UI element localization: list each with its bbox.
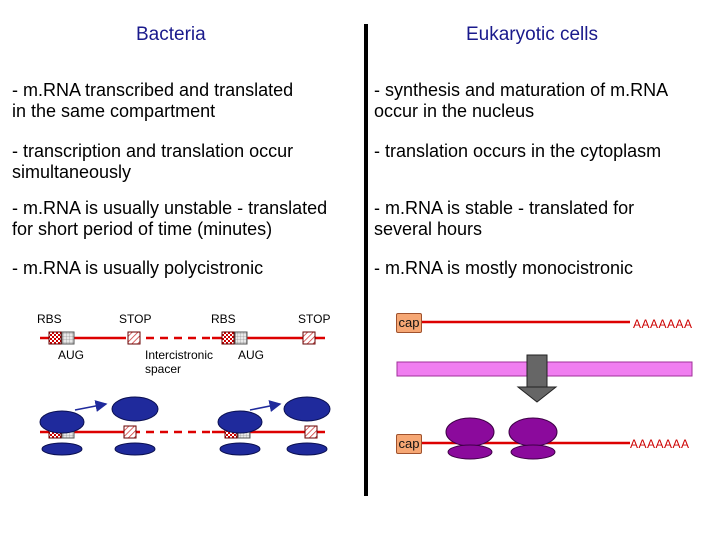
eukaryote-row-2: - translation occurs in the cytoplasm xyxy=(374,141,662,161)
aug-label-1: AUG xyxy=(58,348,85,362)
bacteria-row-2: - transcription and translation occur si… xyxy=(12,141,294,182)
bacteria-header: Bacteria xyxy=(136,24,206,45)
intercistronic-spacer-label: Intercistronic spacer xyxy=(145,348,214,376)
aug-box-1 xyxy=(61,331,75,345)
eukaryote-row-4: - m.RNA is mostly monocistronic xyxy=(374,258,634,278)
bacteria-row-4: - m.RNA is usually polycistronic xyxy=(12,258,264,278)
cap-label-cytoplasm: cap xyxy=(396,434,422,454)
rbs-box-1 xyxy=(48,331,62,345)
translation-direction-arrow-2 xyxy=(249,400,282,412)
eukaryote-row-1: - synthesis and maturation of m.RNA occu… xyxy=(374,80,669,121)
aug-box-2 xyxy=(234,331,248,345)
rbs-box-2 xyxy=(221,331,235,345)
polya-tail-cytoplasm: AAAAAAA xyxy=(630,437,690,451)
bacterial-mrna-lower xyxy=(40,425,325,439)
rbs-label-1: RBS xyxy=(37,312,62,326)
stop-box-2 xyxy=(302,331,316,345)
cap-label-nucleus: cap xyxy=(396,313,422,333)
export-arrow xyxy=(516,354,558,403)
translation-direction-arrow-1 xyxy=(74,400,108,412)
stop-label-2: STOP xyxy=(298,312,331,326)
bacterial-mrna-upper xyxy=(40,331,325,345)
eukaryotic-ribosomes xyxy=(445,417,558,460)
bacteria-row-1: - m.RNA transcribed and translated in th… xyxy=(12,80,294,121)
eukaryotic-cells-header: Eukaryotic cells xyxy=(466,24,598,45)
bacteria-row-3: - m.RNA is usually unstable - translated… xyxy=(12,198,328,239)
column-divider xyxy=(364,24,368,496)
stop-box-1 xyxy=(127,331,141,345)
polya-tail-nucleus: AAAAAAA xyxy=(633,317,693,331)
stop-label-1: STOP xyxy=(119,312,152,326)
aug-label-2: AUG xyxy=(238,348,265,362)
eukaryote-row-3: - m.RNA is stable - translated for sever… xyxy=(374,198,635,239)
rbs-label-2: RBS xyxy=(211,312,236,326)
bacterial-ribosomes xyxy=(39,396,331,456)
